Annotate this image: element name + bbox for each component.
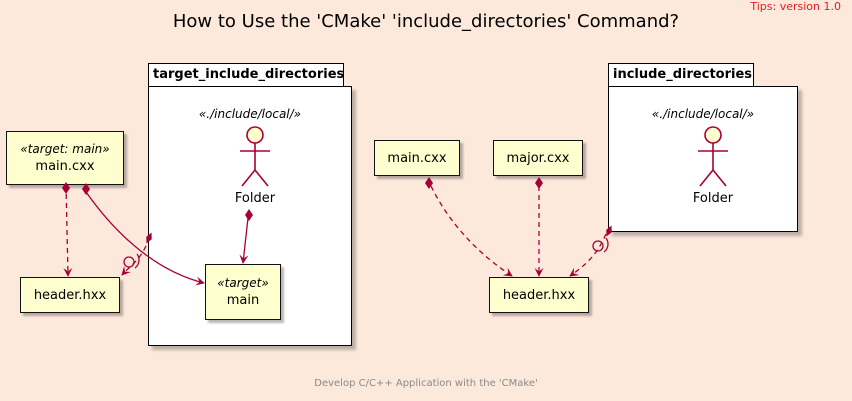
package-include-directories <box>608 86 798 232</box>
user-figure-icon <box>698 126 728 187</box>
footer-caption: Develop C/C++ Application with the 'CMak… <box>314 378 538 389</box>
solid-arrow-main-to-target <box>82 183 205 286</box>
package-stereotype: «./include/local/» <box>198 107 302 121</box>
major-cxx-box: major.cxx <box>493 140 583 176</box>
package-title: include_directories <box>613 67 753 82</box>
dashed-arrow-main-to-header-right <box>425 177 513 277</box>
actor-label-folder: Folder <box>234 191 276 206</box>
header-hxx-box-left: header.hxx <box>20 277 120 313</box>
package-tab-target-include-directories: target_include_directories <box>148 63 344 87</box>
main-label-right: main.cxx <box>387 150 447 166</box>
header-label-right: header.hxx <box>502 287 576 303</box>
main-cxx-box-right: main.cxx <box>374 140 460 176</box>
main-stereotype: «target: main» <box>20 142 110 156</box>
main-label: main.cxx <box>35 159 95 174</box>
solid-arrow-folder-to-target <box>239 209 253 264</box>
dashed-arrow-package-to-header-right <box>569 225 612 277</box>
dashed-arrow-main-to-header <box>62 182 73 277</box>
header-hxx-box-right: header.hxx <box>489 277 589 313</box>
main-cxx-target-box: «target: main» main.cxx <box>6 131 124 185</box>
dashed-arrow-major-to-header <box>534 177 544 277</box>
dashed-arrow-package-to-header <box>121 232 152 276</box>
diagram-title: How to Use the 'CMake' 'include_director… <box>172 11 680 32</box>
header-label-left: header.hxx <box>33 287 107 303</box>
package-stereotype: «./include/local/» <box>651 107 755 121</box>
target-main-box: «target» main <box>205 264 281 320</box>
package-tab-include-directories: include_directories <box>608 63 754 87</box>
major-label: major.cxx <box>506 150 570 166</box>
target-stereotype: «target» <box>217 276 269 290</box>
actor-label-folder: Folder <box>692 191 734 206</box>
package-title: target_include_directories <box>153 67 345 82</box>
target-label: main <box>226 293 260 308</box>
user-figure-icon <box>240 126 270 187</box>
tips-version: Tips: version 1.0 <box>750 0 841 13</box>
